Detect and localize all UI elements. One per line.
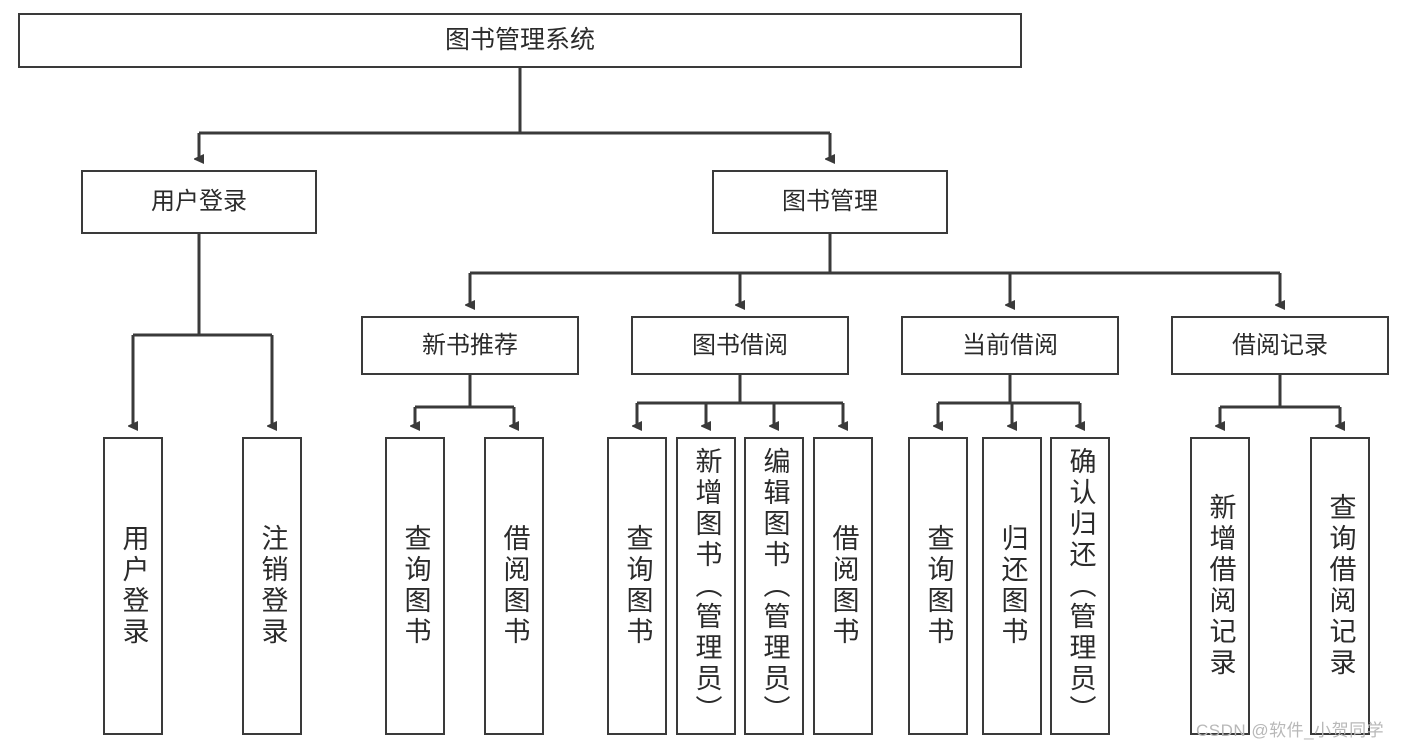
node-new-book-recommendation[interactable]: 新书推荐 xyxy=(361,316,579,375)
node-current-loans[interactable]: 当前借阅 xyxy=(901,316,1119,375)
node-label: 新增借阅记录 xyxy=(1205,493,1236,679)
node-label: 用户登录 xyxy=(151,188,247,215)
node-leaf-query-book-recommend[interactable]: 查询图书 xyxy=(385,437,445,735)
node-leaf-user-login[interactable]: 用户登录 xyxy=(103,437,163,735)
node-book-borrowing[interactable]: 图书借阅 xyxy=(631,316,849,375)
node-leaf-add-loan-record[interactable]: 新增借阅记录 xyxy=(1190,437,1250,735)
node-label: 用户登录 xyxy=(118,524,149,648)
node-loan-records[interactable]: 借阅记录 xyxy=(1171,316,1389,375)
node-label: 查询图书 xyxy=(923,524,954,648)
node-label: 注销登录 xyxy=(257,524,288,648)
node-label: 图书管理系统 xyxy=(444,26,595,54)
node-leaf-query-loan-record[interactable]: 查询借阅记录 xyxy=(1310,437,1370,735)
node-leaf-user-logout[interactable]: 注销登录 xyxy=(242,437,302,735)
node-label: 归还图书 xyxy=(997,524,1028,648)
node-label: 借阅图书 xyxy=(828,524,859,648)
node-book-management-system[interactable]: 图书管理系统 xyxy=(18,13,1022,68)
node-label: 查询借阅记录 xyxy=(1325,493,1356,679)
node-leaf-edit-book-admin[interactable]: 编辑图书（管理员） xyxy=(744,437,804,735)
node-leaf-borrow-book-recommend[interactable]: 借阅图书 xyxy=(484,437,544,735)
node-user-login[interactable]: 用户登录 xyxy=(81,170,317,234)
node-label: 新增图书（管理员） xyxy=(691,446,722,726)
node-label: 编辑图书（管理员） xyxy=(759,446,790,726)
node-label: 图书管理 xyxy=(782,188,878,215)
node-leaf-query-book-borrow[interactable]: 查询图书 xyxy=(607,437,667,735)
csdn-watermark: CSDN @软件_小贺同学 xyxy=(1196,721,1385,740)
node-leaf-confirm-return-admin[interactable]: 确认归还（管理员） xyxy=(1050,437,1110,735)
node-book-management[interactable]: 图书管理 xyxy=(712,170,948,234)
node-label: 当前借阅 xyxy=(962,331,1058,359)
node-label: 图书借阅 xyxy=(692,331,788,359)
node-label: 查询图书 xyxy=(622,524,653,648)
node-leaf-return-book[interactable]: 归还图书 xyxy=(982,437,1042,735)
node-leaf-borrow-book[interactable]: 借阅图书 xyxy=(813,437,873,735)
node-label: 借阅记录 xyxy=(1232,331,1328,359)
node-label: 查询图书 xyxy=(400,524,431,648)
node-leaf-add-book-admin[interactable]: 新增图书（管理员） xyxy=(676,437,736,735)
node-leaf-query-book-current[interactable]: 查询图书 xyxy=(908,437,968,735)
node-label: 新书推荐 xyxy=(422,331,518,359)
node-label: 确认归还（管理员） xyxy=(1065,446,1096,726)
node-label: 借阅图书 xyxy=(499,524,530,648)
